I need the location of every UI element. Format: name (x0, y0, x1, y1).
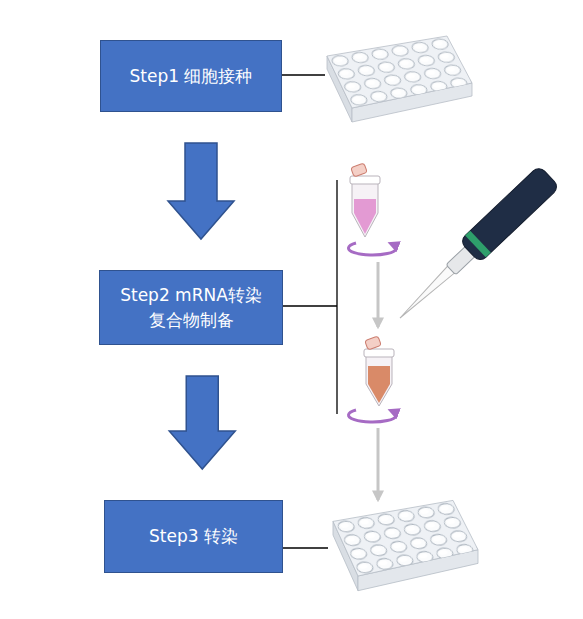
bracket-line (336, 180, 337, 414)
tube (364, 336, 394, 406)
tube (350, 163, 380, 237)
mix-arrow (349, 410, 397, 422)
flow-arrow (377, 262, 380, 327)
leader-line (283, 305, 337, 306)
block-arrow (168, 143, 234, 239)
well-plate (327, 36, 472, 122)
well-plate (333, 500, 478, 590)
process-box: Step2 mRNA转染 复合物制备 (99, 270, 283, 345)
process-box: Step1 细胞接种 (100, 40, 282, 112)
mix-arrow (349, 243, 397, 255)
step-label: Step3 转染 (149, 524, 238, 549)
leader-line (282, 74, 325, 75)
leader-line (283, 547, 328, 548)
step-label: Step1 细胞接种 (130, 64, 253, 89)
pipette (390, 165, 560, 329)
process-box: Step3 转染 (104, 500, 283, 573)
flow-arrow (377, 428, 380, 500)
step-label: Step2 mRNA转染 复合物制备 (110, 283, 272, 332)
block-arrow (169, 376, 235, 469)
